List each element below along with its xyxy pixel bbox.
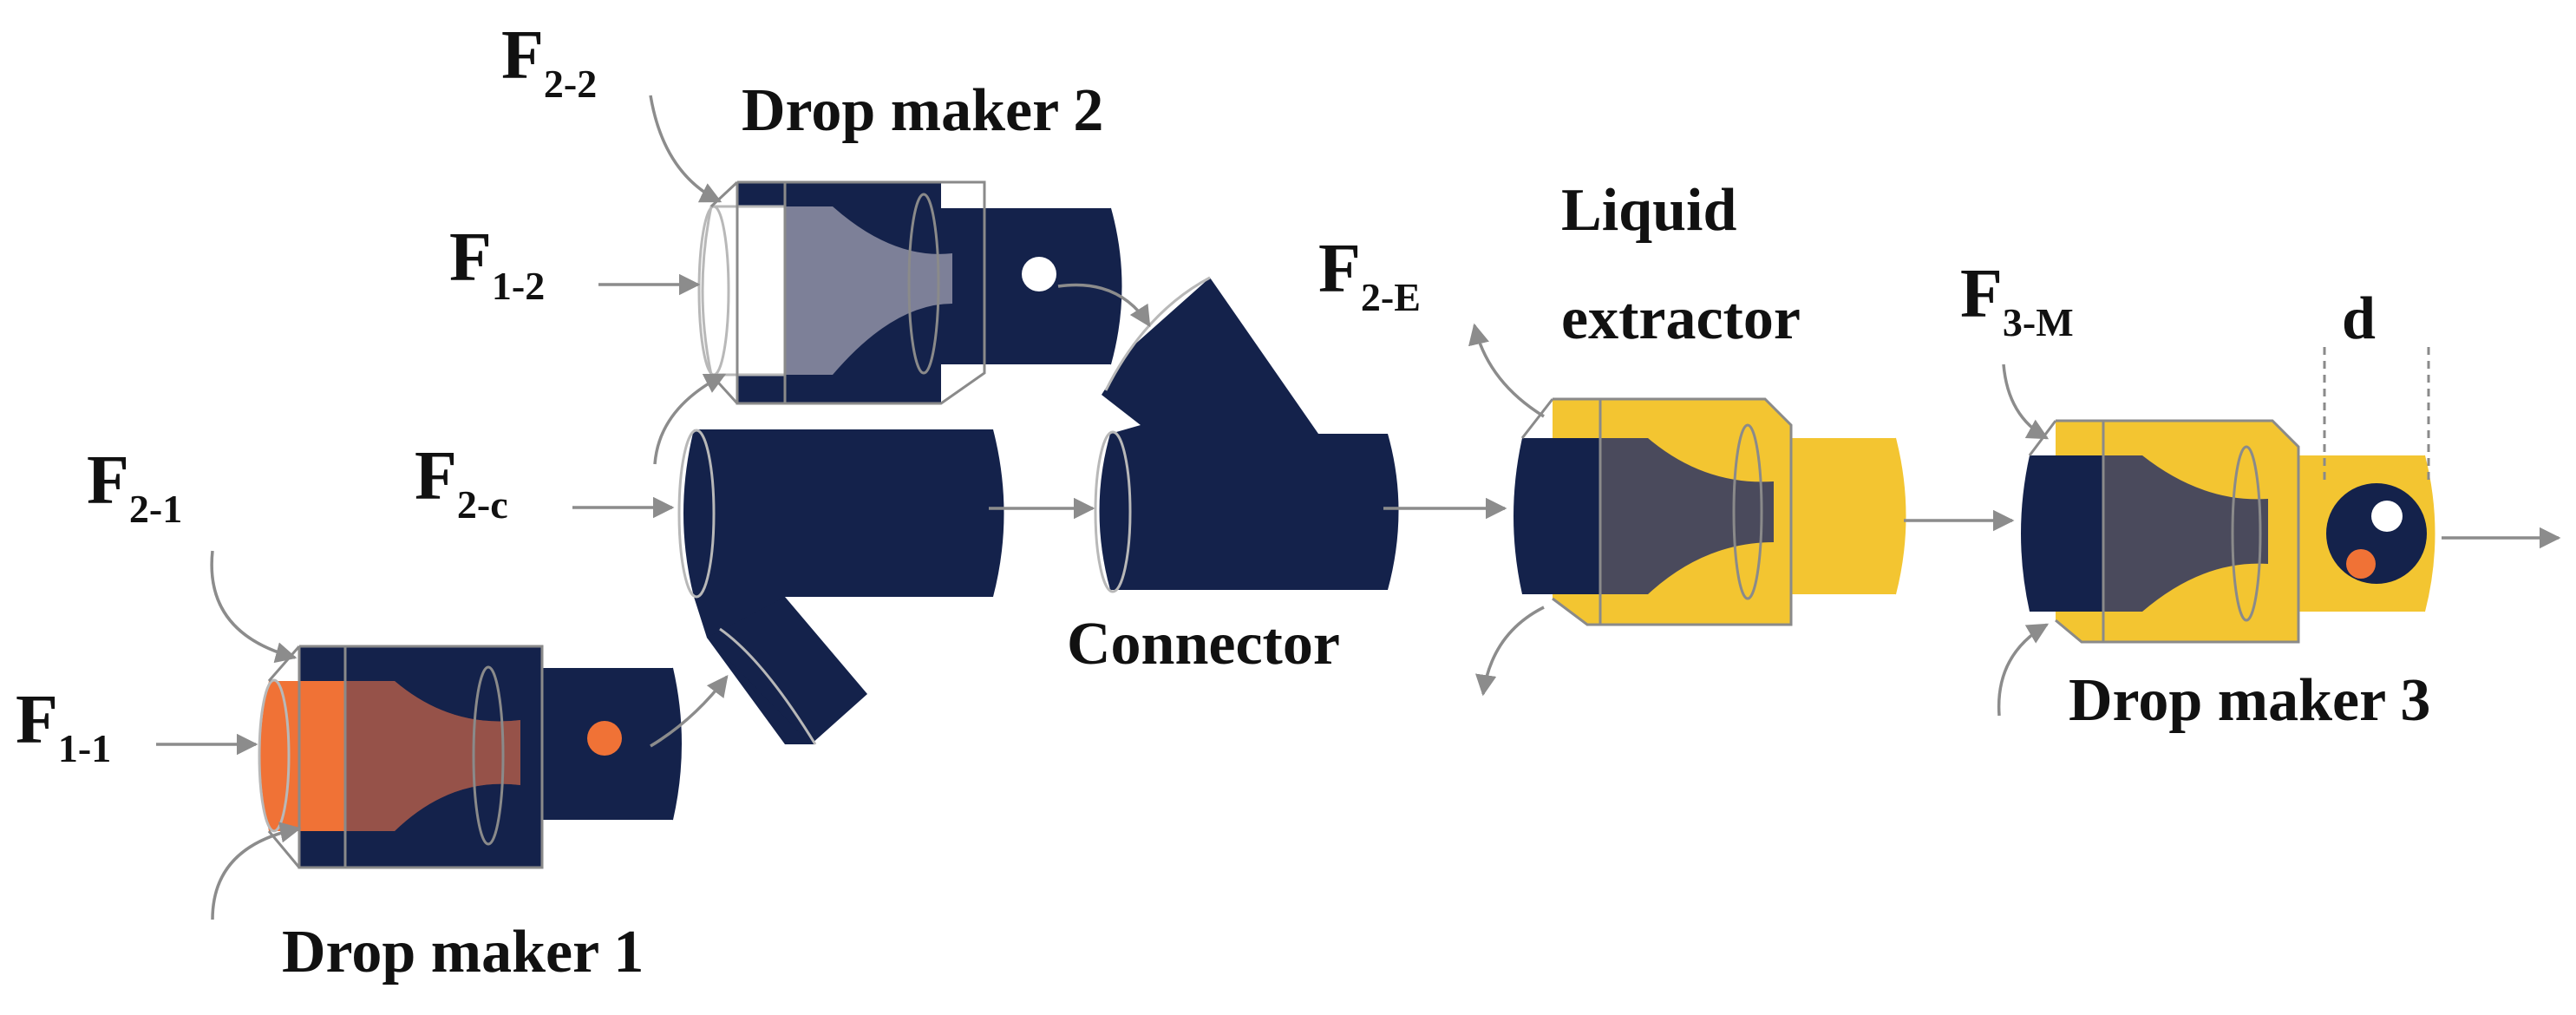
arrow-f-3-m-lower [1997, 623, 2050, 717]
label-f-2-e: F2-E [1318, 231, 1421, 319]
arrow-dm2-to-connector [1057, 283, 1151, 328]
arrow-f-2-e-out [1468, 323, 1545, 418]
double-emulsion-drop [2326, 483, 2427, 584]
drop-maker-2-taper [785, 206, 952, 375]
drop-maker-3-taper [2103, 455, 2268, 612]
connector-body [1099, 278, 1399, 590]
drop-maker-1-taper [345, 681, 520, 831]
drop-maker-2 [697, 180, 1122, 405]
arrow-f-2-1-lower [211, 822, 302, 920]
drop-maker-1 [258, 645, 682, 869]
arrow-f-2-1 [210, 550, 297, 664]
liquid-extractor [1514, 397, 1906, 626]
y-junction [677, 429, 1004, 745]
label-f-1-2: F1-2 [449, 219, 545, 308]
label-f-2-1: F2-1 [87, 442, 182, 531]
arrow-dm1-to-junction [650, 675, 729, 748]
flow-arrows [156, 95, 2561, 920]
label-f-2-2: F2-2 [501, 17, 597, 106]
connector [1094, 276, 1399, 593]
white-droplet [1022, 257, 1056, 291]
label-connector: Connector [1067, 611, 1340, 678]
drop-maker-3 [2021, 347, 2435, 644]
label-f-2-c: F2-c [415, 438, 508, 527]
liquid-extractor-inlet [1514, 438, 1600, 594]
arrow-f-2-2-lower [653, 373, 727, 465]
label-f-1-1: F1-1 [16, 682, 111, 770]
label-drop-maker-3: Drop maker 3 [2069, 667, 2430, 734]
label-drop-maker-2: Drop maker 2 [742, 77, 1103, 144]
y-junction-branch [707, 597, 867, 744]
drop-maker-1-inlet-fluid [260, 681, 345, 831]
liquid-extractor-taper [1600, 438, 1774, 594]
label-liquid-extractor-line2: extractor [1561, 285, 1801, 352]
white-core-droplet [2371, 501, 2403, 532]
label-drop-maker-1: Drop maker 1 [282, 919, 644, 986]
label-liquid-extractor-line1: Liquid [1561, 177, 1736, 244]
orange-core-droplet [2346, 549, 2376, 579]
arrow-f-3-m [2002, 363, 2050, 440]
label-f-3-m: F3-M [1960, 256, 2074, 344]
drop-maker-3-inlet [2021, 455, 2103, 612]
orange-droplet [587, 721, 622, 756]
drop-maker-2-inlet [701, 205, 787, 377]
arrow-f-2-2 [649, 95, 722, 203]
label-dimension-d: d [2342, 285, 2376, 352]
arrow-f-2-e-out-lower [1475, 606, 1545, 697]
